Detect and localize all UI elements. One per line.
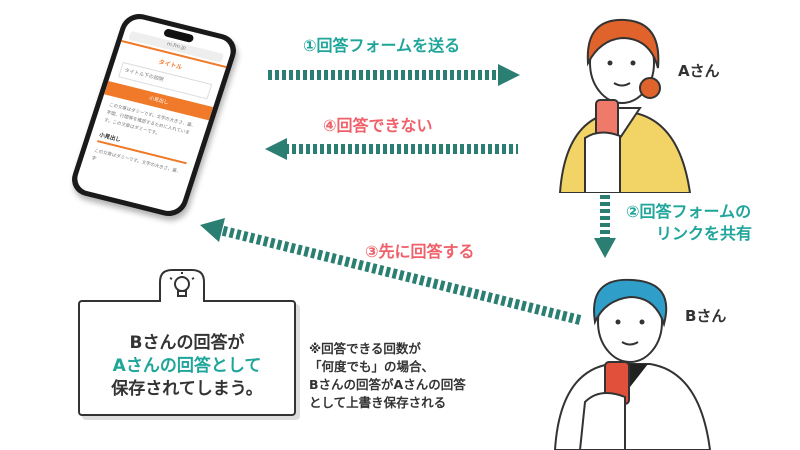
footnote-line2: 「何度でも」の場合、 (309, 359, 435, 374)
footnote-line4: として上書き保存される (309, 395, 447, 410)
step1-label: ①回答フォームを送る (303, 36, 461, 55)
arrow-cannot-answer (265, 138, 518, 160)
step2-label-line2: リンクを共有 (656, 224, 753, 243)
person-a-illustration (558, 18, 692, 193)
arrow-send-form (268, 64, 520, 86)
step3-label: ③先に回答する (365, 242, 475, 261)
person-b-name: Bさん (685, 307, 727, 325)
person-b-illustration (553, 278, 712, 450)
person-a-name: Aさん (678, 62, 720, 80)
arrow-answer-first (200, 218, 582, 325)
callout-line3: 保存されてしまう。 (111, 379, 263, 399)
arrow-share-link (594, 188, 616, 258)
step2-label-line1: ②回答フォームの (626, 202, 752, 221)
lightbulb-icon (159, 269, 205, 302)
footnote: ※回答できる回数が 「何度でも」の場合、 Bさんの回答がAさんの回答 として上書… (309, 340, 466, 412)
callout-line2: Aさんの回答として (112, 356, 262, 376)
footnote-line1: ※回答できる回数が (309, 341, 421, 356)
warning-callout: Bさんの回答が Aさんの回答として 保存されてしまう。 (78, 300, 296, 416)
footnote-line3: Bさんの回答がAさんの回答 (309, 377, 466, 392)
step4-label: ④回答できない (323, 116, 433, 135)
callout-line1: Bさんの回答が (129, 333, 245, 353)
